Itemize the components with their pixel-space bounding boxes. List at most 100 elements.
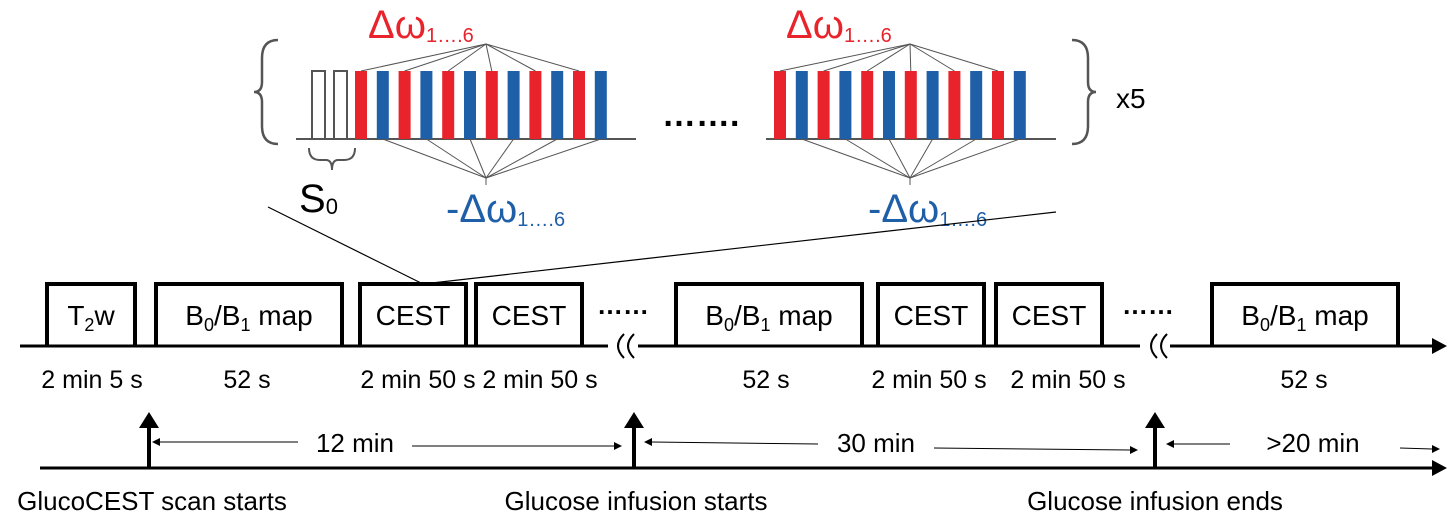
- interval-label: 12 min: [316, 428, 394, 458]
- event-arrow: [139, 412, 159, 468]
- sequence-axis-arrowhead: [1432, 338, 1447, 354]
- positive-offset-pulse: [861, 71, 874, 139]
- s0-pulse: [333, 70, 348, 140]
- event-label: Glucose infusion ends: [1027, 486, 1283, 516]
- positive-offset-pulse: [817, 71, 830, 139]
- negative-offset-pulse: [507, 71, 520, 139]
- fan-line: [866, 43, 911, 72]
- pulse-group-left: [355, 71, 607, 139]
- right-curly-brace: [1071, 38, 1097, 146]
- timeline-break: [1140, 333, 1170, 359]
- positive-offset-pulse: [529, 71, 542, 139]
- positive-offset-pulse: [355, 71, 367, 139]
- event-arrow: [1145, 412, 1165, 468]
- duration-label: 2 min 50 s: [1010, 366, 1125, 394]
- fan-line: [382, 138, 487, 179]
- duration-label: 52 s: [1280, 366, 1327, 394]
- fan-line: [485, 138, 558, 179]
- duration-label: 52 s: [223, 366, 270, 394]
- negative-offset-pulse: [551, 71, 564, 139]
- fan-line: [888, 138, 911, 179]
- sequence-block-cest: CEST: [994, 282, 1104, 346]
- negative-offset-pulse: [970, 71, 983, 139]
- s0-brace: [308, 147, 356, 171]
- sequence-block-cest: CEST: [358, 282, 468, 346]
- negative-offset-pulse: [464, 71, 476, 139]
- sequence-block-label: CEST: [492, 300, 567, 331]
- fan-line: [447, 43, 487, 72]
- fan-line: [485, 43, 580, 72]
- duration-label: 2 min 50 s: [482, 366, 597, 394]
- pulse-ellipsis: …….: [662, 96, 739, 134]
- event-label: GlucoCEST scan starts: [17, 486, 287, 516]
- zoom-line-right: [422, 211, 1057, 285]
- delta-omega-negative-label: -Δω1….6: [868, 187, 987, 231]
- delta-omega-positive-label: Δω1….6: [368, 3, 474, 47]
- sequence-block-label: B0/B1 map: [185, 300, 312, 335]
- positive-offset-pulse: [398, 71, 411, 139]
- fan-line: [801, 138, 911, 179]
- negative-offset-pulse: [1013, 71, 1026, 139]
- event-axis-arrowhead: [1432, 460, 1447, 476]
- duration-label: 2 min 5 s: [41, 366, 142, 394]
- sequence-block-b0b1: B0/B1 map: [154, 282, 344, 346]
- frequency-fan-lines: [360, 43, 1020, 185]
- delta-omega-positive-label: Δω1….6: [786, 3, 892, 47]
- sequence-block-label: T2w: [67, 300, 115, 335]
- fan-line: [909, 43, 999, 72]
- left-curly-brace: [253, 38, 279, 146]
- pulse-group-right: [774, 71, 1026, 139]
- sequence-block-label: CEST: [1012, 300, 1087, 331]
- duration-label: 2 min 50 s: [360, 366, 475, 394]
- sequence-block-t2w: T2w: [45, 282, 137, 346]
- fan-line: [909, 138, 934, 179]
- fan-line: [779, 43, 911, 72]
- negative-offset-pulse: [839, 71, 852, 139]
- positive-offset-pulse: [992, 71, 1004, 139]
- event-arrow: [624, 412, 644, 468]
- sequence-block-b0b1: B0/B1 map: [1210, 282, 1400, 346]
- fan-line: [485, 43, 536, 72]
- zoom-line-left: [267, 206, 424, 285]
- sequence-block-label: CEST: [376, 300, 451, 331]
- sequence-block-label: CEST: [894, 300, 969, 331]
- duration-label: 52 s: [742, 366, 789, 394]
- pulse-train: Δω1….6 Δω1….6 -Δω1….6 -Δω1….6 S0 ……. x5: [253, 3, 1146, 231]
- negative-offset-pulse: [376, 71, 389, 139]
- delta-omega-negative-label: -Δω1….6: [446, 187, 565, 231]
- interval-arrow: [1166, 440, 1440, 453]
- fan-line: [909, 43, 912, 72]
- fan-line: [909, 138, 1020, 179]
- positive-offset-pulse: [573, 71, 585, 139]
- fan-line: [485, 138, 601, 179]
- event-label: Glucose infusion starts: [504, 486, 767, 516]
- interval-label: 30 min: [837, 428, 915, 458]
- repeat-label: x5: [1116, 83, 1146, 114]
- negative-offset-pulse: [795, 71, 808, 139]
- fan-line: [485, 43, 493, 72]
- s0-pulse: [311, 70, 326, 140]
- positive-offset-pulse: [948, 71, 961, 139]
- sequence-block-label: B0/B1 map: [1241, 300, 1368, 335]
- fan-line: [404, 43, 487, 72]
- negative-offset-pulse: [420, 71, 433, 139]
- negative-offset-pulse: [883, 71, 895, 139]
- interval-arrow: [644, 438, 1138, 454]
- fan-line: [823, 43, 911, 72]
- sequence-gap-dots: ……: [597, 290, 649, 320]
- timeline-break: [608, 333, 638, 359]
- positive-offset-pulse: [774, 71, 786, 139]
- sequence-block-b0b1: B0/B1 map: [674, 282, 864, 346]
- negative-offset-pulse: [594, 71, 607, 139]
- fan-line: [845, 138, 911, 179]
- fan-line: [469, 138, 487, 179]
- positive-offset-pulse: [904, 71, 917, 139]
- fan-line: [485, 138, 515, 179]
- sequence-block-cest: CEST: [474, 282, 584, 346]
- fan-line: [909, 138, 977, 179]
- event-timeline: 12 min 30 min >20 min GlucoCEST scan sta…: [17, 412, 1447, 516]
- sequence-timeline: T2w B0/B1 map CEST CEST B0/B1 map CEST CEST B0/…: [20, 282, 1447, 394]
- s0-label: S0: [299, 177, 338, 221]
- fan-line: [426, 138, 487, 179]
